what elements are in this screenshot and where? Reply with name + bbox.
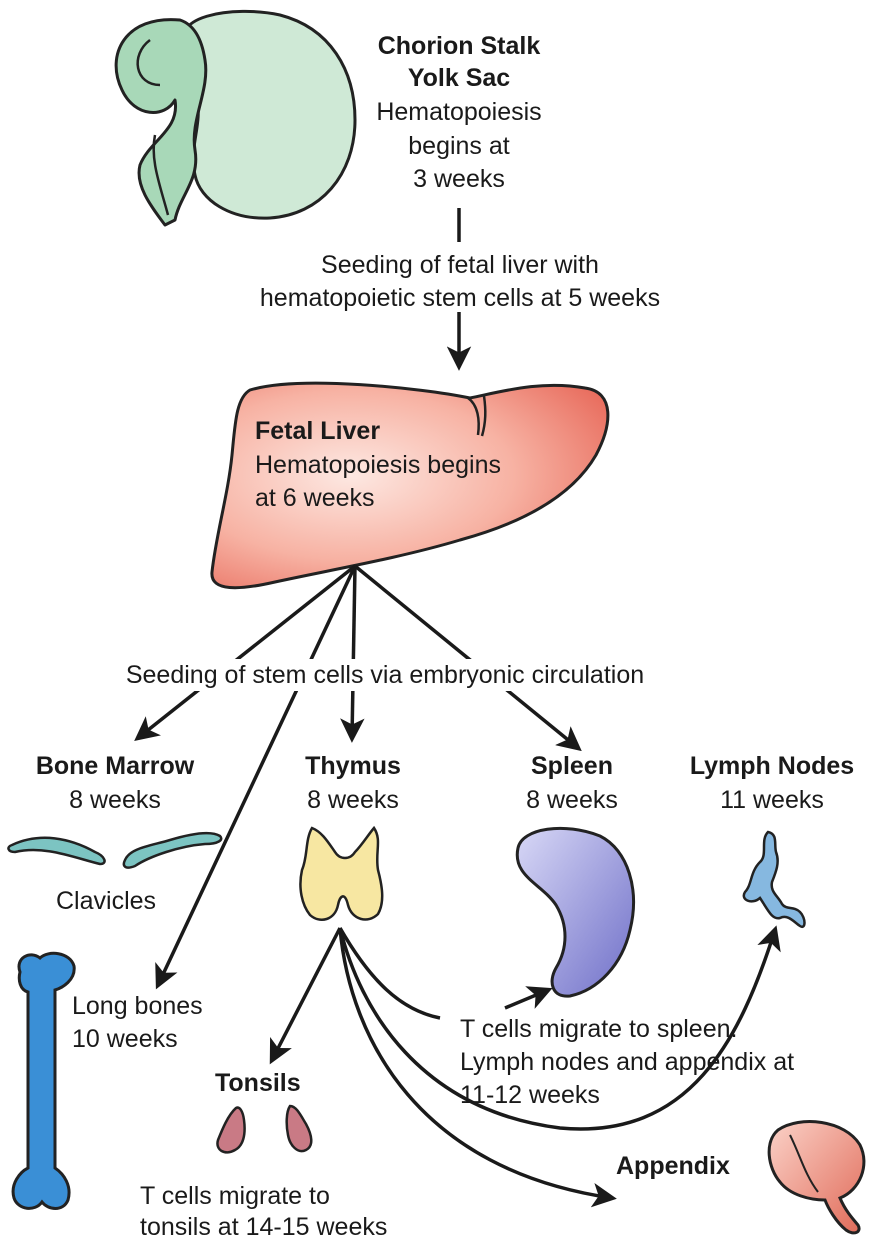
lymph-node-shape: [742, 830, 806, 929]
clavicles-illustration: [7, 831, 223, 869]
liver-seeding-arrows: [134, 564, 582, 990]
clavicle-right: [122, 831, 223, 869]
t-cells-spleen-line-3: 11-12 weeks: [460, 1081, 600, 1109]
spleen-illustration: [515, 826, 635, 998]
yolk-sac-illustration: [114, 9, 357, 227]
arrow-to-spleen-head: [504, 986, 553, 1010]
t-cells-spleen-line-1: T cells migrate to spleen.: [460, 1015, 738, 1043]
long-bones-line-2: 10 weeks: [72, 1025, 178, 1053]
tonsils-line-1: T cells migrate to: [140, 1182, 330, 1210]
spleen-time: 8 weeks: [526, 786, 618, 814]
appendix-shape: [767, 1120, 866, 1235]
fetal-liver-line-2: at 6 weeks: [255, 484, 375, 512]
arrow-liver-to-spleen: [353, 564, 582, 752]
bone-marrow-time: 8 weeks: [69, 786, 161, 814]
yolk-sac-shape: [181, 9, 357, 220]
seeding-liver-line-1: Seeding of fetal liver with: [321, 251, 599, 279]
thymus-title: Thymus: [305, 752, 401, 780]
arrow-thymus-to-appendix: [338, 927, 617, 1208]
clavicles-label: Clavicles: [56, 887, 157, 915]
yolk-sac-line-3: 3 weeks: [413, 165, 505, 193]
yolk-sac-title-1: Chorion Stalk: [377, 32, 541, 60]
thymus-time: 8 weeks: [307, 786, 399, 814]
thymus-shape: [299, 825, 384, 921]
appendix-illustration: [767, 1120, 866, 1235]
appendix-label: Appendix: [616, 1152, 730, 1180]
lymph-nodes-title: Lymph Nodes: [689, 752, 855, 780]
fetal-liver-shape: [210, 381, 610, 590]
arrow-thymus-to-tonsils: [269, 927, 342, 1065]
bone-marrow-title: Bone Marrow: [35, 752, 195, 780]
clavicle-left: [7, 836, 106, 866]
tonsils-line-2: tonsils at 14-15 weeks: [140, 1213, 388, 1241]
lymph-node-illustration: [742, 830, 806, 929]
arrow-liver-to-thymus: [340, 565, 365, 743]
tonsil-left: [216, 1106, 246, 1154]
lymph-nodes-time: 11 weeks: [720, 786, 824, 814]
t-cells-spleen-line-2: Lymph nodes and appendix at: [460, 1048, 795, 1076]
arrow-liver-to-bone-marrow: [134, 564, 357, 742]
fetal-liver-title: Fetal Liver: [255, 417, 381, 445]
yolk-sac-title-2: Yolk Sac: [407, 64, 511, 92]
yolk-sac-line-1: Hematopoiesis: [376, 98, 542, 126]
tonsils-title: Tonsils: [215, 1069, 301, 1097]
tonsil-right: [285, 1104, 313, 1153]
thymus-illustration: [299, 825, 384, 921]
thymus-migration-arrows: [269, 925, 781, 1208]
long-bone-illustration: [11, 951, 76, 1210]
arrow-liver-to-long-bones: [155, 565, 357, 990]
fetal-liver-illustration: [210, 381, 610, 590]
arrow-thymus-to-lymph-nodes: [338, 925, 781, 1131]
yolk-sac-line-2: begins at: [408, 132, 510, 160]
spleen-title: Spleen: [531, 752, 613, 780]
long-bone-shape: [11, 951, 76, 1210]
arrow-thymus-to-spleen: [338, 927, 441, 1020]
tonsils-illustration: [216, 1104, 313, 1154]
seeding-liver-line-2: hematopoietic stem cells at 5 weeks: [259, 284, 661, 312]
fetal-liver-line-1: Hematopoiesis begins: [255, 451, 501, 479]
long-bones-line-1: Long bones: [72, 992, 203, 1020]
seeding-circulation-label: Seeding of stem cells via embryonic circ…: [60, 659, 710, 691]
spleen-shape: [515, 826, 635, 998]
